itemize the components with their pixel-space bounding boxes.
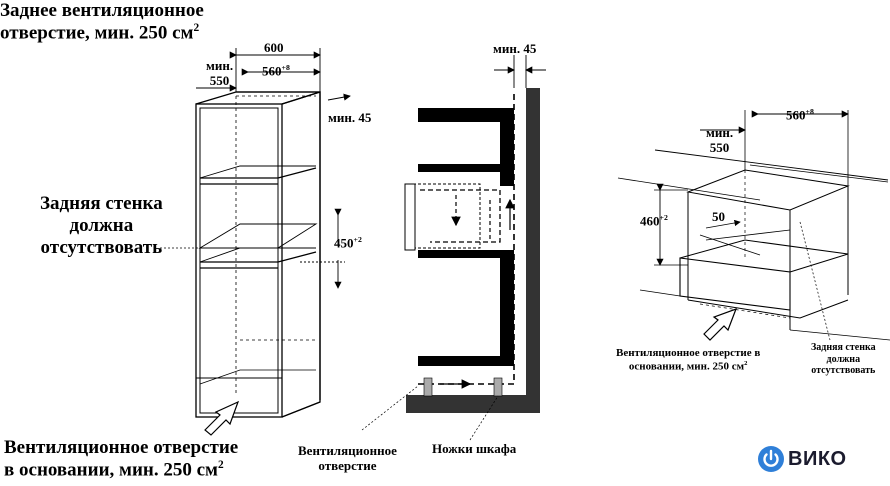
left-cabinet-drawing — [195, 91, 321, 418]
left-back-wall-label: Задняя стенка должна отсутствовать — [40, 193, 163, 258]
middle-section-drawing — [361, 55, 546, 441]
left-bottom-vent-label: Вентиляционное отверстие в основании, ми… — [4, 437, 239, 481]
left-dimension-lines — [160, 48, 351, 289]
right-back-wall-label: Задняя стенка должна отсутствовать — [811, 342, 876, 376]
brand-logo: ВИКО — [758, 446, 847, 472]
left-airflow-arrow — [204, 400, 240, 436]
left-dim-min-550: мин. 550 — [206, 58, 234, 88]
right-niche-drawing — [617, 110, 890, 341]
left-dim-450: 450+2 — [334, 235, 362, 251]
left-top-vent-label: Заднее вентиляционное отверстие, мин. 25… — [0, 0, 204, 44]
brand-name: ВИКО — [788, 447, 847, 470]
right-dim-460: 460+2 — [640, 213, 668, 229]
right-dim-50: 50 — [712, 209, 725, 224]
middle-dim-min45: мин. 45 — [493, 41, 537, 56]
middle-legs-label: Ножки шкафа — [432, 441, 517, 456]
left-dim-min45: мин. 45 — [328, 110, 372, 125]
left-dim-600: 600 — [264, 40, 284, 55]
right-airflow-arrow — [703, 307, 738, 341]
right-dim-min-550: мин. 550 — [706, 125, 734, 155]
power-icon — [758, 446, 784, 472]
right-vent-label: Вентиляционное отверстие в основании, ми… — [616, 347, 761, 373]
right-dim-560: 560+8 — [786, 107, 814, 123]
middle-vent-label: Вентиляционное отверстие — [298, 443, 397, 473]
left-dim-560: 560+8 — [262, 63, 290, 79]
